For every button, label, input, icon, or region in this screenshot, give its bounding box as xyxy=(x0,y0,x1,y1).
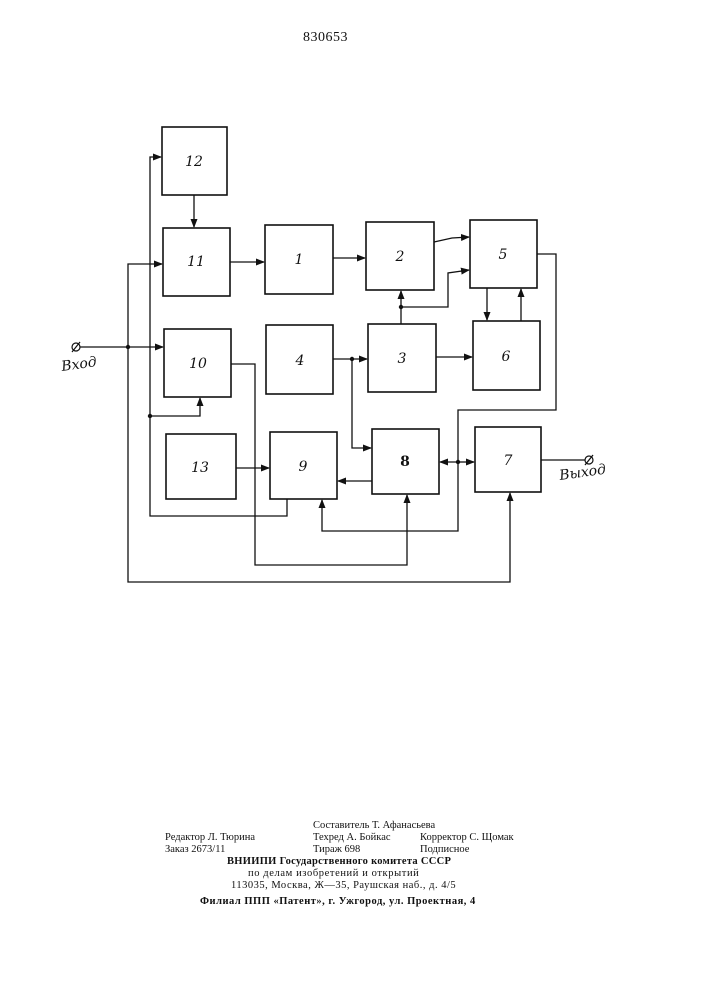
input-to-7 xyxy=(128,347,510,582)
bus-to-9 xyxy=(322,462,458,531)
input-to-11 xyxy=(128,264,162,347)
block-10-label: 10 xyxy=(189,356,207,372)
institute-line-1: ВНИИПИ Государственного комитета СССР xyxy=(227,856,451,868)
composer-line: Составитель Т. Афанасьева xyxy=(313,820,435,832)
order-line: Заказ 2673/11 xyxy=(165,844,225,856)
loop-to-10 xyxy=(150,398,200,416)
block-4-label: 4 xyxy=(295,353,305,369)
3-to-5 xyxy=(401,270,469,307)
subscription-line: Подписное xyxy=(420,844,469,856)
address-line: 113035, Москва, Ж—35, Раушская наб., д. … xyxy=(231,880,456,892)
input-label: Вход xyxy=(59,354,97,375)
2-to-5 xyxy=(434,237,469,242)
corrector-line: Корректор С. Щомак xyxy=(420,832,514,844)
institute-line-2: по делам изобретений и открытий xyxy=(248,868,419,880)
block-12-label: 12 xyxy=(185,154,203,170)
techred-line: Техред А. Бойкас xyxy=(313,832,391,844)
editor-line: Редактор Л. Тюрина xyxy=(165,832,255,844)
branch-line: Филиал ППП «Патент», г. Ужгород, ул. Про… xyxy=(200,896,476,908)
block-3-label: 3 xyxy=(398,351,407,367)
block-13-label: 13 xyxy=(191,460,209,476)
block-9-label: 9 xyxy=(299,459,308,475)
block-5-label: 5 xyxy=(499,247,508,263)
block-8-label: 8 xyxy=(400,454,410,470)
block-7-label: 7 xyxy=(504,453,513,469)
block-11-label: 11 xyxy=(187,254,205,270)
block-6-label: 6 xyxy=(502,349,511,365)
block-2-label: 2 xyxy=(395,249,405,265)
block-1-label: 1 xyxy=(295,252,304,268)
output-label: Выход xyxy=(557,462,607,485)
circulation-line: Тираж 698 xyxy=(313,844,360,856)
